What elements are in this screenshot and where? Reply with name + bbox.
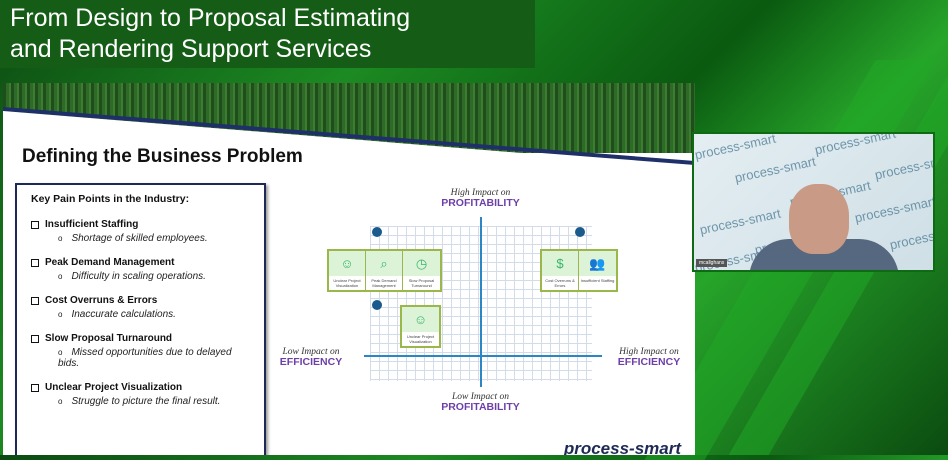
process-smart-logo: process-smart — [563, 439, 681, 455]
people-group-icon: 👥 — [579, 251, 616, 276]
checkbox-icon — [31, 335, 39, 343]
watermark: process-smart — [853, 193, 935, 226]
presenter-face — [789, 184, 849, 254]
watermark: process-smart — [888, 220, 935, 253]
axis-label-big: PROFITABILITY — [441, 401, 520, 413]
checkbox-icon — [31, 297, 39, 305]
group-label: Peak Demand Management — [371, 278, 397, 288]
pain-point-title: Peak Demand Management — [45, 257, 175, 268]
magnifier-chart-icon: ⌕ — [366, 251, 402, 276]
pain-point-detail: Missed opportunities due to delayed bids… — [31, 347, 250, 369]
title-line-2: and Rendering Support Services — [10, 35, 372, 63]
slide-title: Defining the Business Problem — [22, 146, 303, 167]
axis-label-small: High Impact on — [450, 188, 511, 198]
pain-group-high-profit-high-eff: $ Cost Overruns & Errors 👥 Insufficient St… — [540, 249, 618, 292]
pain-point: Slow Proposal TurnaroundMissed opportuni… — [31, 333, 250, 369]
pain-point-title: Slow Proposal Turnaround — [45, 333, 173, 344]
axis-label-big: PROFITABILITY — [441, 197, 520, 209]
profitability-axis — [480, 217, 482, 387]
checkbox-icon — [31, 384, 39, 392]
checkbox-icon — [31, 221, 39, 229]
pain-points-box: Key Pain Points in the Industry: Insuffi… — [15, 183, 266, 455]
pain-point: Unclear Project VisualizationStruggle to… — [31, 382, 250, 407]
axis-label-small: Low Impact on — [282, 347, 340, 357]
axis-label-small: High Impact on — [619, 347, 679, 357]
marker-dot — [372, 227, 382, 237]
pain-point: Peak Demand ManagementDifficulty in scal… — [31, 257, 250, 282]
slide: Defining the Business Problem Key Pain P… — [3, 83, 695, 455]
pain-group-single: ☺ Unclear Project Visualization — [400, 305, 441, 348]
pain-point: Insufficient StaffingShortage of skilled… — [31, 219, 250, 244]
pain-point-title: Cost Overruns & Errors — [45, 295, 158, 306]
pain-point-detail: Inaccurate calculations. — [31, 309, 250, 320]
watermark: process-smart — [873, 150, 935, 183]
watermark: process-smart — [693, 132, 778, 163]
pain-point-detail: Shortage of skilled employees. — [31, 233, 250, 244]
pain-point-detail: Difficulty in scaling operations. — [31, 271, 250, 282]
watermark: process-smart — [733, 153, 818, 186]
pain-group-high-profit-low-eff: ☺ Unclear Project Visualization ⌕ Peak Dem… — [327, 249, 442, 292]
participant-name-tag: mcallghans — [696, 259, 728, 267]
group-label: Unclear Project Visualization — [333, 278, 361, 288]
group-label: Slow Proposal Turnaround — [408, 278, 435, 288]
pain-point: Cost Overruns & ErrorsInaccurate calcula… — [31, 295, 250, 320]
group-label: Cost Overruns & Errors — [545, 278, 575, 288]
pain-point-title: Insufficient Staffing — [45, 219, 139, 230]
pain-point-title: Unclear Project Visualization — [45, 382, 183, 393]
axis-label-big: EFFICIENCY — [279, 356, 343, 368]
watermark: process-smart — [698, 205, 783, 238]
group-label: Unclear Project Visualization — [406, 334, 435, 344]
money-gear-icon: $ — [542, 251, 578, 276]
efficiency-axis — [364, 355, 602, 357]
axis-label-small: Low Impact on — [452, 392, 509, 402]
person-question-icon: ☺ — [329, 251, 365, 276]
title-line-1: From Design to Proposal Estimating — [10, 4, 411, 32]
checkbox-icon — [31, 259, 39, 267]
marker-dot — [575, 227, 585, 237]
pain-points-heading: Key Pain Points in the Industry: — [31, 193, 190, 205]
watermark: process-smart — [813, 132, 898, 158]
webcam-video: process-smart process-smart process-smar… — [692, 132, 935, 272]
marker-dot — [372, 300, 382, 310]
clock-hand-icon: ◷ — [403, 251, 440, 276]
axis-label-big: EFFICIENCY — [617, 356, 681, 368]
pain-point-detail: Struggle to picture the final result. — [31, 396, 250, 407]
group-label: Insufficient Staffing — [580, 278, 615, 283]
presentation-title: From Design to Proposal Estimating and R… — [0, 0, 535, 68]
person-question-icon: ☺ — [402, 307, 439, 332]
